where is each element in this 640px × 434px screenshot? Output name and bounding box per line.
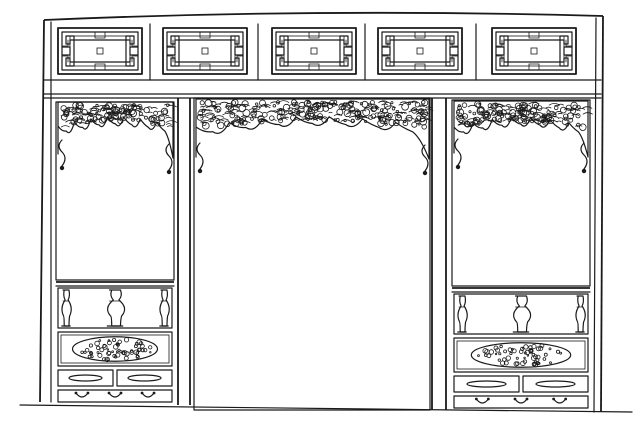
fretwork-lattice-icon <box>96 47 104 55</box>
left-frieze <box>57 101 177 175</box>
lattice-panel <box>271 27 357 75</box>
center-opening <box>193 97 431 411</box>
oval-medallion-icon <box>71 336 159 363</box>
drawer-front <box>116 369 173 387</box>
column-left <box>177 98 191 405</box>
ground-line <box>19 404 633 413</box>
drawer-handle-icon <box>535 380 576 388</box>
left-opening <box>55 101 175 281</box>
vase-baluster-icon <box>575 295 586 333</box>
right-opening <box>451 99 591 287</box>
vase-baluster-icon <box>106 289 126 327</box>
drawer-handle-icon <box>127 374 162 382</box>
right-lower-cabinet <box>451 287 591 409</box>
fretwork-lattice-icon <box>310 47 318 55</box>
column-right <box>431 98 447 410</box>
right-frieze <box>453 100 593 174</box>
drawer-front <box>522 375 589 393</box>
fretwork-lattice-icon <box>416 47 424 55</box>
floral-carving-icon <box>453 100 593 174</box>
drawer-handle-icon <box>466 380 507 388</box>
fretwork-lattice-icon <box>530 47 538 55</box>
outer-frame <box>39 11 604 413</box>
vase-baluster-icon <box>457 295 468 333</box>
lattice-panel <box>162 27 248 75</box>
fretwork-lattice-icon <box>201 47 209 55</box>
oval-medallion-icon <box>470 342 572 368</box>
openings <box>55 97 591 411</box>
drawer-handle-icon <box>68 374 103 382</box>
top-lattice-row <box>57 23 577 81</box>
lattice-panel <box>57 27 143 75</box>
floral-carving-icon <box>195 98 434 176</box>
lattice-panel <box>491 27 577 75</box>
lattice-panel <box>377 27 463 75</box>
left-lower-cabinet <box>55 281 175 403</box>
floral-carving-icon <box>57 101 177 175</box>
vase-baluster-icon <box>512 295 532 333</box>
vase-baluster-icon <box>61 289 72 327</box>
drawer-front <box>453 375 520 393</box>
carved-friezes <box>57 98 593 176</box>
drawer-front <box>57 369 114 387</box>
vase-baluster-icon <box>159 289 170 327</box>
center-frieze <box>195 98 434 176</box>
